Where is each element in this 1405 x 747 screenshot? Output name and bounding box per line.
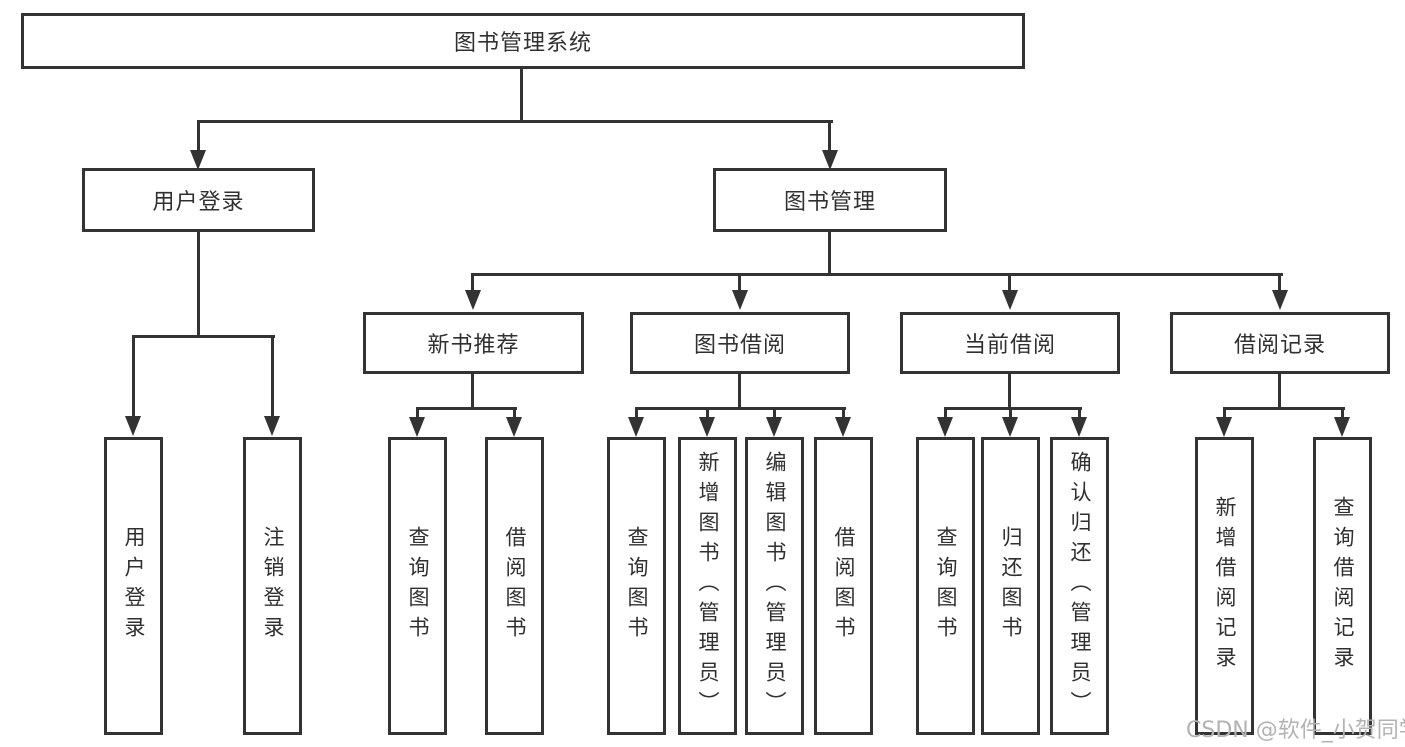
connector-line <box>828 230 831 275</box>
leaf-logout: 注销登录 <box>243 437 302 735</box>
leaf-label: 查询图书 <box>625 526 649 646</box>
connector-line <box>706 407 709 421</box>
node-borrowing-records: 借阅记录 <box>1170 312 1390 374</box>
node-user-login: 用户登录 <box>82 168 315 232</box>
connector-line <box>197 230 200 337</box>
leaf-records-add-borrow-record: 新增借阅记录 <box>1195 437 1254 735</box>
leaf-label: 注销登录 <box>261 526 285 646</box>
connector-line <box>271 335 274 418</box>
connector-line <box>132 335 275 338</box>
connector-line <box>471 372 474 409</box>
connector-line <box>197 120 833 123</box>
connector-line <box>738 372 741 409</box>
leaf-borrowing-borrow-books: 借阅图书 <box>814 437 873 735</box>
node-label: 图书管理 <box>783 190 876 215</box>
node-current-borrowing: 当前借阅 <box>900 312 1120 374</box>
arrow-down-icon <box>1002 417 1018 437</box>
connector-line <box>513 407 516 421</box>
connector-line <box>944 407 1082 410</box>
arrow-down-icon <box>732 290 748 310</box>
node-root-library-system: 图书管理系统 <box>21 13 1025 69</box>
leaf-label: 查询图书 <box>934 526 958 646</box>
leaf-label: 查询图书 <box>406 526 430 646</box>
connector-line <box>416 407 517 410</box>
connector-line <box>197 120 200 153</box>
arrow-down-icon <box>409 417 425 437</box>
connector-line <box>1278 372 1281 409</box>
csdn-watermark: CSDN @软件_小贺同学 <box>1186 718 1405 743</box>
arrow-down-icon <box>937 417 953 437</box>
arrow-down-icon <box>766 417 782 437</box>
arrow-down-icon <box>1334 417 1350 437</box>
leaf-borrowing-add-books-admin: 新增图书（管理员） <box>678 437 737 735</box>
connector-line <box>738 273 741 293</box>
leaf-label: 借阅图书 <box>832 526 856 646</box>
leaf-borrowing-query-books: 查询图书 <box>607 437 666 735</box>
connector-line <box>1341 407 1344 421</box>
arrow-down-icon <box>264 416 280 436</box>
leaf-current-confirm-return-admin: 确认归还（管理员） <box>1050 437 1109 735</box>
leaf-current-query-books: 查询图书 <box>916 437 975 735</box>
connector-line <box>944 407 947 421</box>
arrow-down-icon <box>1272 290 1288 310</box>
connector-line <box>1008 372 1011 409</box>
leaf-label: 新增借阅记录 <box>1213 496 1237 676</box>
connector-line <box>842 407 845 421</box>
arrow-down-icon <box>506 417 522 437</box>
arrow-down-icon <box>125 416 141 436</box>
node-new-book-recommendation: 新书推荐 <box>363 312 584 374</box>
arrow-down-icon <box>699 417 715 437</box>
leaf-records-query-borrow-record: 查询借阅记录 <box>1313 437 1372 735</box>
leaf-newbook-borrow-books: 借阅图书 <box>485 437 544 735</box>
connector-line <box>471 273 474 293</box>
arrow-down-icon <box>835 417 851 437</box>
connector-line <box>1278 273 1281 293</box>
connector-line <box>471 273 1283 276</box>
connector-line <box>132 335 135 418</box>
connector-line <box>1223 407 1226 421</box>
leaf-label: 查询借阅记录 <box>1331 496 1355 676</box>
leaf-label: 编辑图书（管理员） <box>763 451 787 721</box>
arrow-down-icon <box>465 290 481 310</box>
connector-line <box>1008 273 1011 293</box>
leaf-label: 用户登录 <box>122 526 146 646</box>
connector-line <box>1223 407 1345 410</box>
node-label: 借阅记录 <box>1233 333 1326 358</box>
arrow-down-icon <box>1002 290 1018 310</box>
leaf-current-return-books: 归还图书 <box>981 437 1040 735</box>
connector-line <box>1078 407 1081 421</box>
leaf-user-login: 用户登录 <box>104 437 163 735</box>
arrow-down-icon <box>822 150 838 170</box>
node-label: 当前借阅 <box>963 333 1056 358</box>
connector-line <box>1009 407 1012 421</box>
node-book-borrowing: 图书借阅 <box>630 312 850 374</box>
arrow-down-icon <box>1216 417 1232 437</box>
node-label: 新书推荐 <box>427 333 520 358</box>
node-book-management: 图书管理 <box>713 168 947 232</box>
connector-line <box>828 120 831 153</box>
leaf-label: 新增图书（管理员） <box>696 451 720 721</box>
leaf-newbook-query-books: 查询图书 <box>388 437 447 735</box>
leaf-label: 归还图书 <box>999 526 1023 646</box>
node-label: 图书借阅 <box>693 333 786 358</box>
leaf-label: 借阅图书 <box>503 526 527 646</box>
connector-line <box>773 407 776 421</box>
arrow-down-icon <box>190 150 206 170</box>
node-label: 图书管理系统 <box>453 31 592 56</box>
arrow-down-icon <box>628 417 644 437</box>
node-label: 用户登录 <box>152 190 245 215</box>
connector-line <box>635 407 638 421</box>
connector-line <box>520 67 523 122</box>
connector-line <box>416 407 419 421</box>
connector-line <box>635 407 846 410</box>
leaf-borrowing-edit-books-admin: 编辑图书（管理员） <box>745 437 804 735</box>
leaf-label: 确认归还（管理员） <box>1068 451 1092 721</box>
arrow-down-icon <box>1071 417 1087 437</box>
